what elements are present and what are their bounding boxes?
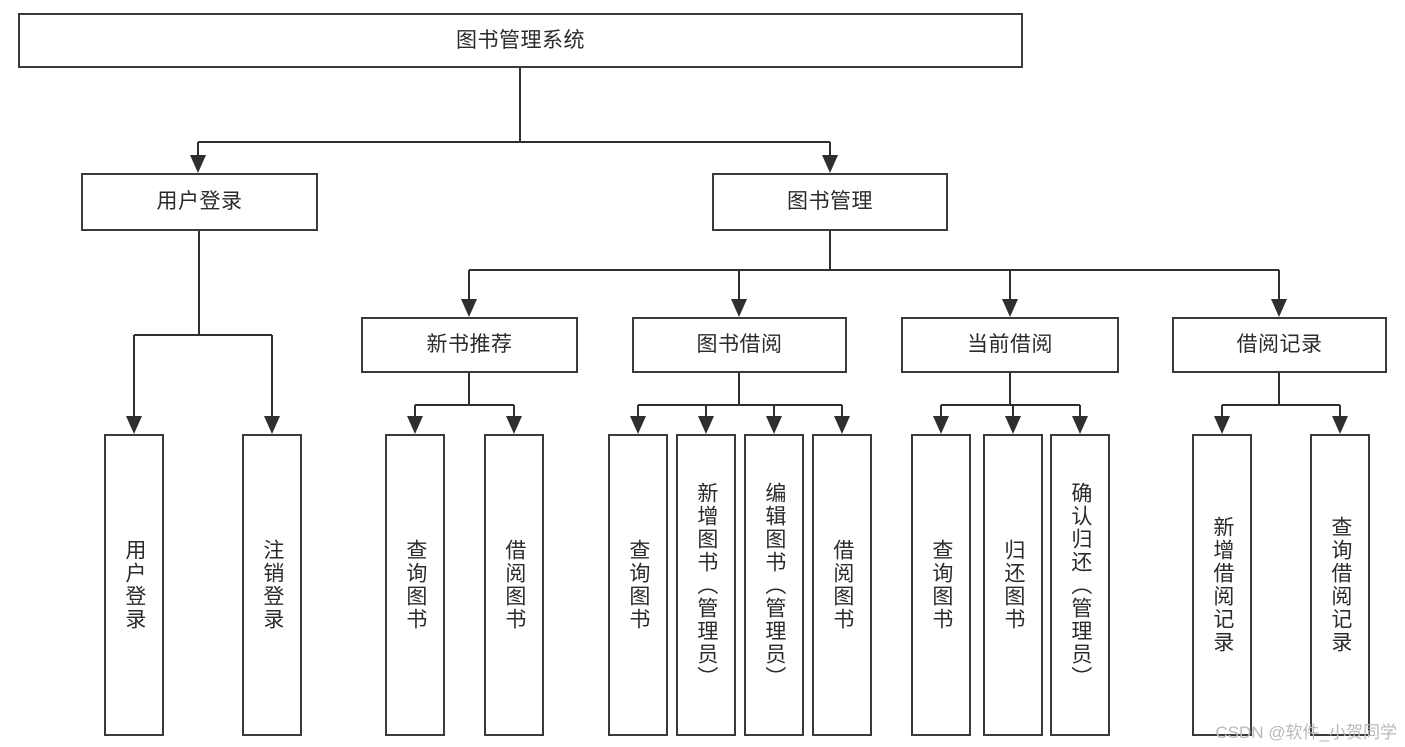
node-leaf-2[interactable]: 注销登录	[242, 434, 302, 736]
edge-1-branch-2-head	[731, 299, 747, 317]
node-label: 借阅图书	[502, 539, 526, 631]
edge-4-branch-1-head	[933, 416, 949, 434]
edge-root-branch-1-head	[190, 155, 206, 173]
edge-1-branch-4-head	[1271, 299, 1287, 317]
node-label: 用户登录	[122, 539, 146, 631]
node-label: 新书推荐	[426, 333, 513, 357]
node-label: 归还图书	[1001, 539, 1025, 631]
edge-4-branch-2-head	[1005, 416, 1021, 434]
node-label: 借阅图书	[830, 539, 854, 631]
edge-3-branch-2-head	[698, 416, 714, 434]
node-label: 图书借阅	[696, 333, 783, 357]
node-label: 查询图书	[929, 539, 953, 631]
edge-3-branch-3-head	[766, 416, 782, 434]
edge-0-branch-2-head	[264, 416, 280, 434]
edge-5-branch-1-head	[1214, 416, 1230, 434]
node-label: 查询图书	[403, 539, 427, 631]
edge-root-branch-2-head	[822, 155, 838, 173]
node-leaf-13[interactable]: 查询借阅记录	[1310, 434, 1370, 736]
node-label: 确认归还（管理员）	[1068, 481, 1092, 689]
node-category-2[interactable]: 图书借阅	[632, 317, 847, 373]
edge-3-branch-1-head	[630, 416, 646, 434]
node-label: 编辑图书（管理员）	[762, 481, 786, 689]
edge-2-branch-2-head	[506, 416, 522, 434]
node-category-1[interactable]: 新书推荐	[361, 317, 578, 373]
node-label: 新增图书（管理员）	[694, 481, 718, 689]
node-leaf-5[interactable]: 查询图书	[608, 434, 668, 736]
watermark-text: CSDN @软件_小贺同学	[1215, 723, 1397, 742]
node-module-2[interactable]: 图书管理	[712, 173, 948, 231]
node-label: 查询借阅记录	[1328, 516, 1352, 654]
edge-3-branch-4-head	[834, 416, 850, 434]
edge-1-branch-1-head	[461, 299, 477, 317]
node-label: 用户登录	[156, 190, 243, 214]
node-leaf-1[interactable]: 用户登录	[104, 434, 164, 736]
node-label: 新增借阅记录	[1210, 516, 1234, 654]
node-leaf-6[interactable]: 新增图书（管理员）	[676, 434, 736, 736]
node-leaf-3[interactable]: 查询图书	[385, 434, 445, 736]
node-leaf-7[interactable]: 编辑图书（管理员）	[744, 434, 804, 736]
edge-2-branch-1-head	[407, 416, 423, 434]
node-label: 当前借阅	[967, 333, 1053, 357]
node-root-system[interactable]: 图书管理系统	[18, 13, 1023, 68]
node-label: 图书管理系统	[456, 28, 585, 52]
node-module-1[interactable]: 用户登录	[81, 173, 318, 231]
node-category-3[interactable]: 当前借阅	[901, 317, 1119, 373]
node-label: 图书管理	[787, 190, 873, 214]
node-leaf-9[interactable]: 查询图书	[911, 434, 971, 736]
node-leaf-11[interactable]: 确认归还（管理员）	[1050, 434, 1110, 736]
node-label: 借阅记录	[1236, 333, 1323, 357]
node-leaf-10[interactable]: 归还图书	[983, 434, 1043, 736]
node-label: 查询图书	[626, 539, 650, 631]
edge-4-branch-3-head	[1072, 416, 1088, 434]
node-leaf-4[interactable]: 借阅图书	[484, 434, 544, 736]
node-leaf-8[interactable]: 借阅图书	[812, 434, 872, 736]
edge-1-branch-3-head	[1002, 299, 1018, 317]
edge-0-branch-1-head	[126, 416, 142, 434]
node-leaf-12[interactable]: 新增借阅记录	[1192, 434, 1252, 736]
node-category-4[interactable]: 借阅记录	[1172, 317, 1387, 373]
edge-5-branch-2-head	[1332, 416, 1348, 434]
node-label: 注销登录	[260, 539, 284, 631]
